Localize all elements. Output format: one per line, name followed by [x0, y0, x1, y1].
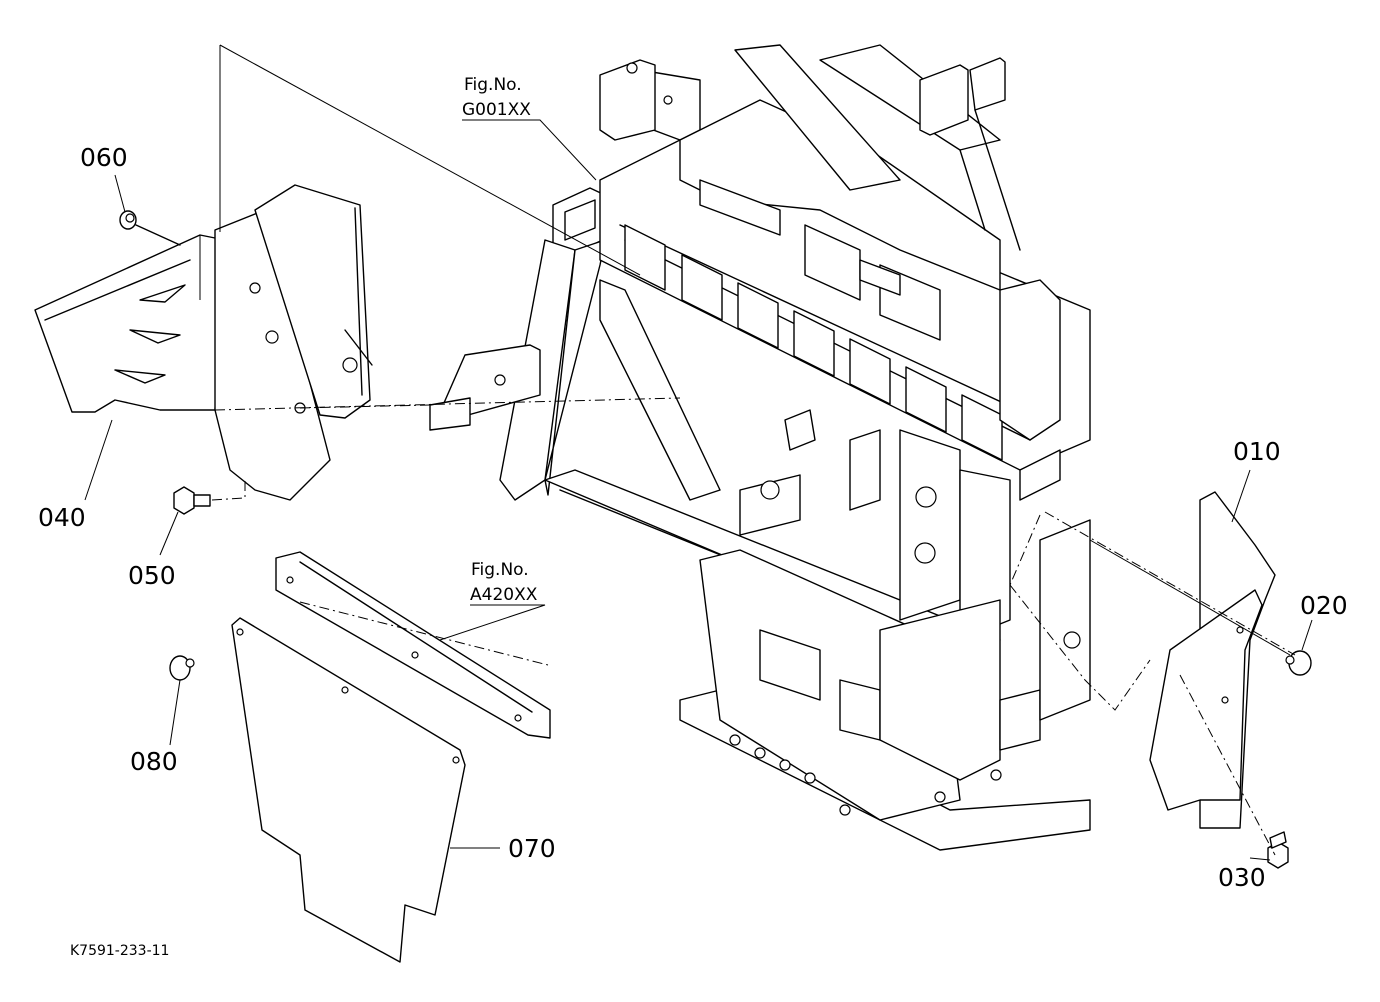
callout-030: 030 [1218, 863, 1266, 892]
figref-g001: Fig.No. G001XX [462, 75, 531, 120]
callout-020: 020 [1300, 591, 1348, 620]
figref-a420-line1: Fig.No. [471, 560, 529, 580]
part-080-clip [169, 655, 195, 681]
figref-g001-line1: Fig.No. [464, 75, 522, 95]
callout-070: 070 [508, 834, 556, 863]
callout-080: 080 [130, 747, 178, 776]
callout-040: 040 [38, 503, 86, 532]
part-040-left-shroud [34, 184, 373, 501]
part-010-right-shroud [1149, 491, 1276, 829]
main-frame-assembly [429, 44, 1091, 851]
callout-060: 060 [80, 143, 128, 172]
assembly-lines [199, 44, 1296, 856]
callout-050: 050 [128, 561, 176, 590]
part-020-clip [1285, 650, 1312, 676]
figref-a420: Fig.No. A420XX [470, 560, 538, 605]
figref-g001-line2: G001XX [462, 100, 531, 120]
part-070-plate [231, 617, 466, 963]
part-060-screw [119, 210, 181, 246]
callout-010: 010 [1233, 437, 1281, 466]
part-030-bolt [1267, 831, 1289, 869]
part-050-bolt [173, 480, 246, 515]
drawing-code: K7591-233-11 [70, 943, 169, 959]
part-a420-bar [275, 551, 551, 739]
figref-a420-line2: A420XX [470, 585, 538, 605]
leader-lines [84, 119, 1313, 861]
